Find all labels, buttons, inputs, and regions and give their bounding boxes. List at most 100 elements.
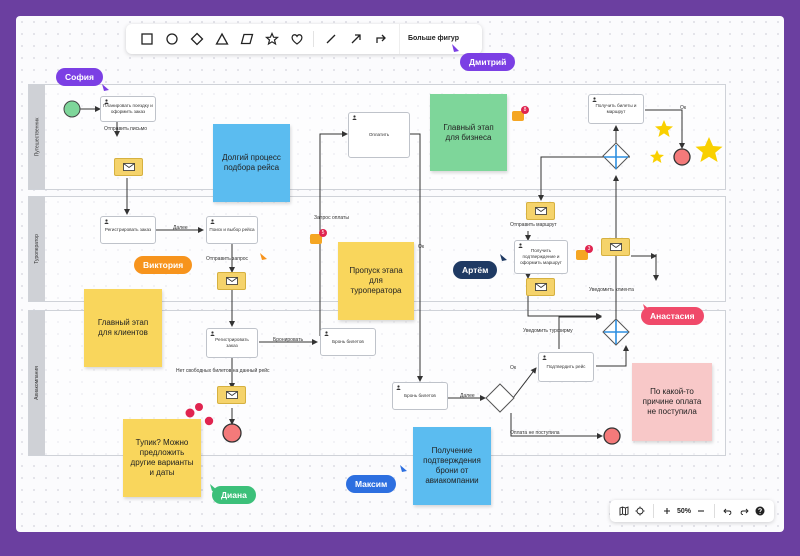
- star-sticker-icon: [650, 150, 664, 163]
- fit-to-screen-icon[interactable]: [632, 500, 648, 522]
- envelope-icon: [534, 207, 547, 215]
- rectangle-icon[interactable]: [134, 24, 159, 54]
- cursor-icon: [452, 44, 459, 52]
- cursor-icon: [260, 253, 267, 260]
- edge-label: Отправить письмо: [104, 126, 148, 132]
- comment-icon[interactable]: 8: [512, 106, 529, 121]
- user-task-icon: [324, 331, 329, 336]
- more-shapes-button[interactable]: Больше фигур: [399, 24, 467, 54]
- envelope-icon: [225, 391, 238, 399]
- edge-label: Уведомить турфирму: [523, 328, 573, 334]
- edge-label: Отправить запрос: [206, 256, 249, 262]
- connector-icon[interactable]: [368, 24, 393, 54]
- user-cursor-label: София: [56, 68, 103, 86]
- start-event: [63, 100, 81, 118]
- heart-icon[interactable]: [284, 24, 309, 54]
- user-cursor-label: Диана: [212, 486, 256, 504]
- undo-icon[interactable]: [720, 500, 736, 522]
- sticky-note[interactable]: Получение подтверждения брони от авиаком…: [413, 427, 491, 505]
- zoom-level: 50%: [676, 507, 691, 515]
- sticky-note[interactable]: Долгий процесс подбора рейса: [213, 124, 290, 202]
- user-task-icon: [592, 97, 597, 102]
- user-cursor-label: Артём: [453, 261, 498, 279]
- task-get-tickets[interactable]: Получить билеты и маршрут: [588, 94, 644, 124]
- zoom-in-icon[interactable]: [659, 500, 675, 522]
- shape-toolbar: Больше фигур: [126, 24, 482, 54]
- triangle-icon[interactable]: [209, 24, 234, 54]
- help-icon[interactable]: [752, 500, 768, 522]
- edge-label: Далее: [460, 393, 475, 399]
- star-sticker-icon: [655, 120, 673, 137]
- user-cursor-label: Дмитрий: [460, 53, 516, 71]
- user-task-icon: [104, 219, 109, 224]
- end-event: [222, 423, 242, 443]
- whiteboard-canvas[interactable]: Больше фигур Путешественник Туроператор …: [16, 16, 784, 532]
- zoom-controls: 50%: [609, 500, 774, 522]
- map-icon[interactable]: [616, 500, 632, 522]
- task-book-tickets[interactable]: Бронь билетов: [320, 328, 376, 356]
- message-event[interactable]: [114, 158, 143, 176]
- edge-label: Далее: [173, 225, 188, 231]
- edge-label: Отправить маршрут: [510, 222, 557, 228]
- task-plan[interactable]: Планировать поездку и оформить заказ: [100, 96, 156, 122]
- user-task-icon: [396, 385, 401, 390]
- message-event[interactable]: [601, 238, 630, 256]
- task-search-flight[interactable]: Поиск и выбор рейса: [206, 216, 258, 244]
- reaction-icon: [195, 403, 203, 411]
- sticky-note[interactable]: По какой-то причине оплата не поступила: [632, 363, 712, 441]
- reaction-icon: [204, 416, 214, 426]
- lane-header: Туроператор: [29, 197, 45, 301]
- edge-label: Ок: [510, 365, 517, 371]
- sticky-note[interactable]: Пропуск этапа для туроператора: [338, 242, 414, 320]
- user-task-icon: [104, 99, 109, 104]
- comment-icon[interactable]: 3: [576, 245, 593, 260]
- task-booking-tickets[interactable]: Бронь билетов: [392, 382, 448, 410]
- user-task-icon: [518, 243, 523, 248]
- cursor-icon: [500, 254, 507, 261]
- message-event[interactable]: [217, 272, 246, 290]
- user-cursor-label: Анастасия: [641, 307, 704, 325]
- task-register-order-airline[interactable]: Регистрировать заказ: [206, 328, 258, 358]
- user-cursor-label: Виктория: [134, 256, 193, 274]
- sticky-note[interactable]: Главный этап для клиентов: [84, 289, 162, 367]
- message-event[interactable]: [217, 386, 246, 404]
- end-event: [673, 148, 691, 166]
- task-confirm-flight[interactable]: Подтвердить рейс: [538, 352, 594, 382]
- arrow-icon[interactable]: [343, 24, 368, 54]
- sticky-note[interactable]: Тупик? Можно предложить другие варианты …: [123, 419, 201, 497]
- lane-header: Авиакомпания: [29, 311, 45, 455]
- envelope-icon: [122, 163, 135, 171]
- task-get-confirmation[interactable]: Получить подтверждение и оформить маршру…: [514, 240, 568, 274]
- edge-label: Запрос оплаты: [314, 215, 349, 221]
- user-task-icon: [210, 331, 215, 336]
- envelope-icon: [534, 283, 547, 291]
- cursor-icon: [400, 465, 407, 472]
- comment-icon[interactable]: 5: [310, 229, 327, 244]
- edge-label: Оплата не поступила: [510, 430, 560, 436]
- sticky-note[interactable]: Главный этап для бизнеса: [430, 94, 507, 171]
- task-pay[interactable]: Оплатить: [348, 112, 410, 158]
- task-register-order[interactable]: Регистрировать заказ: [100, 216, 156, 244]
- edge-label: Нет свободных билетов на данный рейс: [176, 368, 270, 374]
- diamond-icon[interactable]: [184, 24, 209, 54]
- envelope-icon: [225, 277, 238, 285]
- flow-connectors: [63, 44, 723, 491]
- circle-icon[interactable]: [159, 24, 184, 54]
- end-event: [603, 427, 621, 445]
- edge-label: Ок: [680, 105, 687, 111]
- zoom-out-icon[interactable]: [693, 500, 709, 522]
- parallelogram-icon[interactable]: [234, 24, 259, 54]
- redo-icon[interactable]: [736, 500, 752, 522]
- message-event[interactable]: [526, 202, 555, 220]
- reaction-icon: [185, 408, 195, 418]
- line-icon[interactable]: [318, 24, 343, 54]
- edge-label: Ок: [418, 244, 425, 250]
- message-event[interactable]: [526, 278, 555, 296]
- edge-label: Бронировать: [273, 337, 304, 343]
- star-icon[interactable]: [259, 24, 284, 54]
- user-task-icon: [542, 355, 547, 360]
- star-sticker-icon: [695, 137, 723, 162]
- exclusive-gateway: [485, 383, 515, 413]
- user-task-icon: [210, 219, 215, 224]
- user-cursor-label: Максим: [346, 475, 397, 493]
